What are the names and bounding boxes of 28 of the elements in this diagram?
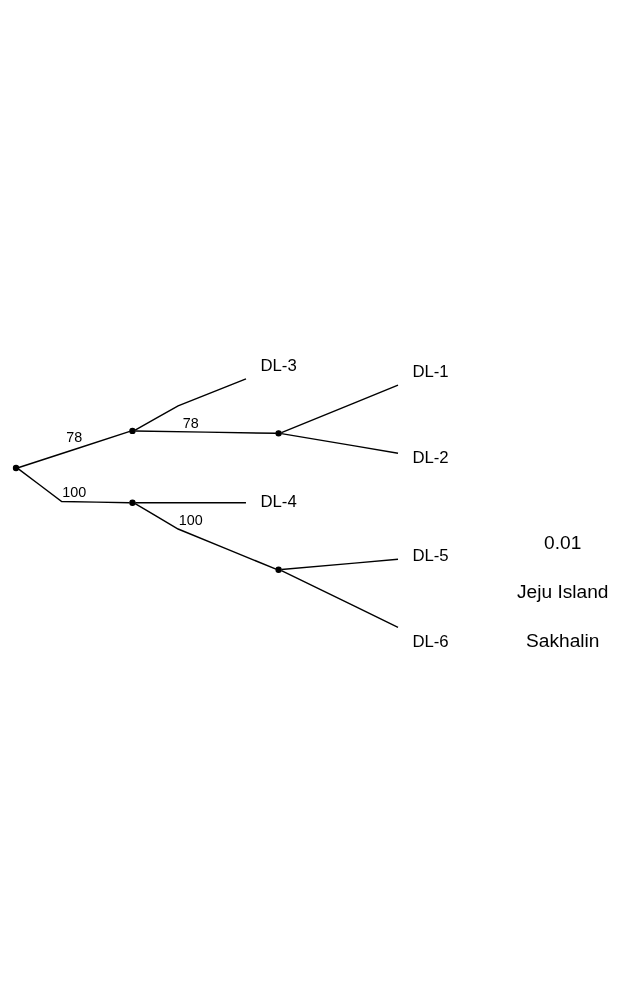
label: Sakhalin: [526, 629, 600, 651]
node-point: [275, 429, 282, 436]
node-point: [275, 566, 282, 573]
node-point: [12, 464, 20, 471]
connector: [134, 429, 277, 434]
label: Jeju Island: [517, 580, 609, 602]
connector: [18, 430, 131, 468]
node-text: DL-1: [412, 361, 449, 381]
connector: [280, 432, 399, 454]
connector: [134, 502, 277, 570]
connector: [18, 467, 131, 503]
connector: [280, 558, 399, 570]
connector: [280, 569, 399, 628]
label: 0.01: [544, 531, 582, 553]
node-text: DL-4: [260, 491, 297, 511]
edge-label: 100: [62, 483, 87, 500]
edge-label: 78: [182, 414, 199, 431]
node-text: DL-5: [412, 545, 449, 565]
edge-label: 78: [66, 428, 83, 445]
node-point: [129, 499, 136, 506]
connector: [134, 377, 247, 431]
node-point: [129, 427, 136, 434]
connector: [134, 501, 247, 503]
edge-label: 100: [178, 511, 203, 528]
node-text: DL-2: [412, 447, 449, 467]
connector: [280, 383, 399, 433]
node-text: DL-3: [260, 355, 297, 375]
node-text: DL-6: [412, 631, 449, 651]
